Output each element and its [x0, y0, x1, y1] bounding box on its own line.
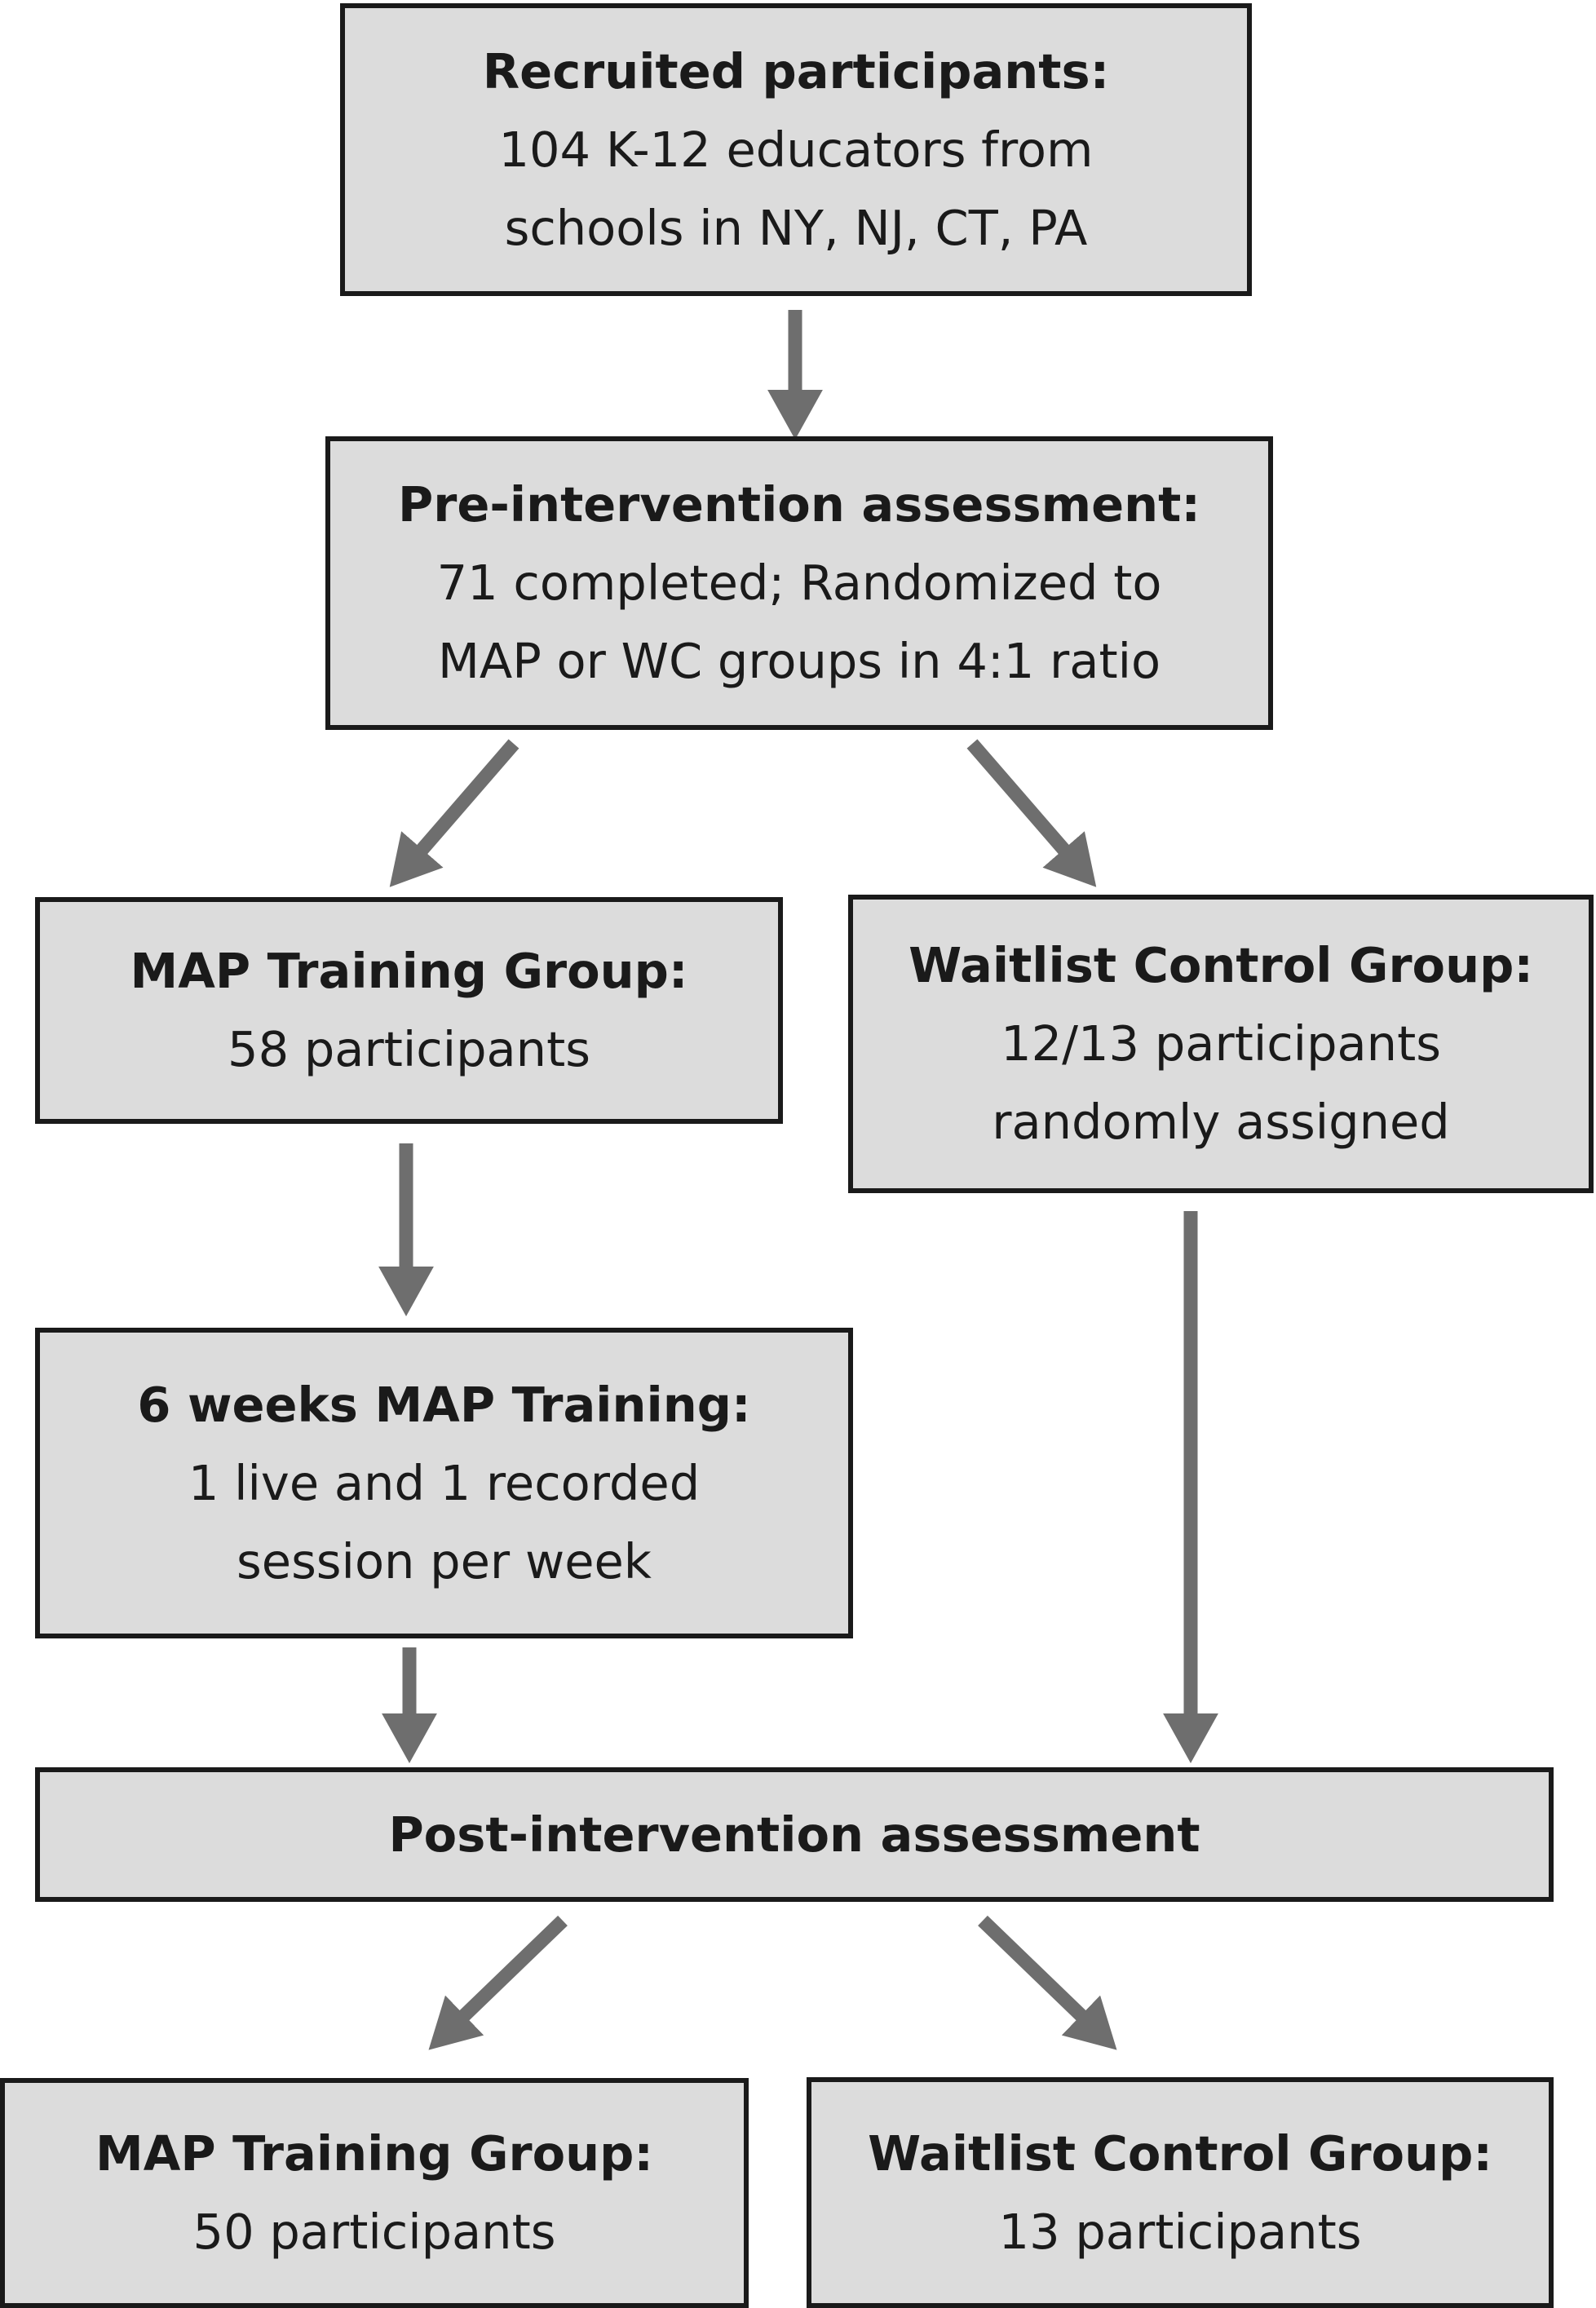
box-title: Pre-intervention assessment:	[398, 476, 1200, 533]
box-line: MAP or WC groups in 4:1 ratio	[437, 633, 1161, 689]
box-line: 1 live and 1 recorded	[188, 1454, 701, 1511]
box-title: Recruited participants:	[482, 42, 1110, 99]
arrow-post-to-waitlist	[978, 1915, 1117, 2050]
arrow-post-to-map-group	[428, 1915, 568, 2050]
box-line: session per week	[237, 1532, 652, 1590]
box-title: Waitlist Control Group:	[909, 937, 1533, 993]
post-intervention-assessment-box: Post-intervention assessment	[35, 1767, 1554, 1902]
box-line: 50 participants	[192, 2204, 556, 2260]
box-line: 71 completed; Randomized to	[436, 555, 1162, 611]
waitlist-control-group-post-box: Waitlist Control Group: 13 participants	[807, 2077, 1554, 2308]
box-line: 12/13 participants	[1001, 1015, 1441, 1072]
six-weeks-map-training-box: 6 weeks MAP Training: 1 live and 1 recor…	[35, 1328, 853, 1638]
arrow-pre-to-waitlist	[966, 739, 1097, 887]
arrow-pre-to-map-group	[389, 739, 519, 887]
pre-intervention-assessment-box: Pre-intervention assessment: 71 complete…	[325, 436, 1273, 730]
recruited-participants-box: Recruited participants: 104 K-12 educato…	[340, 3, 1252, 296]
box-title: MAP Training Group:	[130, 943, 688, 999]
box-line: 13 participants	[998, 2203, 1362, 2260]
box-title: MAP Training Group:	[95, 2125, 653, 2182]
box-title: Waitlist Control Group:	[868, 2125, 1492, 2182]
box-title: 6 weeks MAP Training:	[137, 1376, 751, 1433]
box-line: schools in NY, NJ, CT, PA	[504, 199, 1088, 256]
box-title: Post-intervention assessment	[388, 1806, 1200, 1863]
map-training-group-pre-box: MAP Training Group: 58 participants	[35, 897, 783, 1124]
box-line: 104 K-12 educators from	[498, 121, 1094, 178]
box-line: randomly assigned	[992, 1094, 1450, 1150]
map-training-group-post-box: MAP Training Group: 50 participants	[0, 2078, 749, 2308]
box-line: 58 participants	[228, 1021, 590, 1077]
waitlist-control-group-pre-box: Waitlist Control Group: 12/13 participan…	[848, 895, 1594, 1193]
